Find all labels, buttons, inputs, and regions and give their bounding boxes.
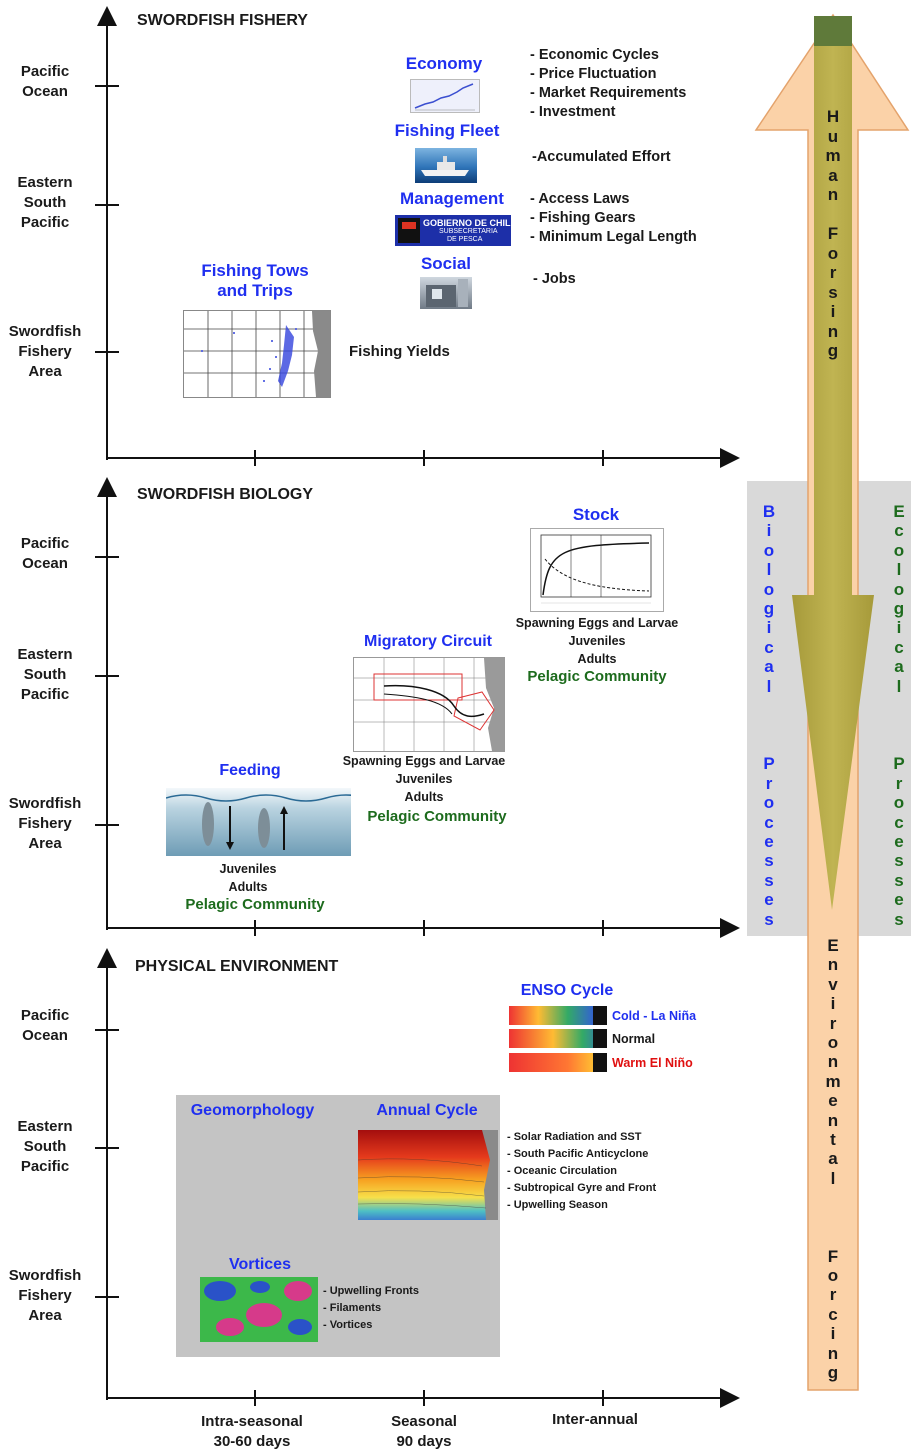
social-photo <box>420 277 472 309</box>
y-label-word: Eastern <box>17 1118 73 1135</box>
human-forcing-label: H u m a n F o r s i n g <box>825 107 841 360</box>
y-label-word: Area <box>28 1307 62 1324</box>
feeding-illustration <box>166 788 351 856</box>
physical-panel-title: PHYSICAL ENVIRONMENT <box>135 958 339 975</box>
y-label-word: Fishery <box>18 343 72 360</box>
stock-chart <box>530 528 664 612</box>
annual-cycle-sst-map <box>358 1130 498 1220</box>
y-label-word: Eastern <box>17 174 73 191</box>
y-label-word: Swordfish <box>8 323 82 340</box>
annual-cycle-bullets: - Solar Radiation and SST- South Pacific… <box>507 1131 657 1211</box>
y-label-word: Ocean <box>22 83 68 100</box>
y-label-word: South <box>23 194 67 211</box>
enso-state-warm: Warm El Niño <box>612 1056 693 1070</box>
management-heading: Management <box>400 189 504 208</box>
management-bullets: - Access Laws- Fishing Gears- Minimum Le… <box>530 191 697 245</box>
y-label-word: Pacific <box>20 1007 70 1024</box>
migratory-map <box>353 657 505 752</box>
social-heading: Social <box>420 254 472 273</box>
feeding-heading: Feeding <box>219 762 281 779</box>
fishing-yields-label: Fishing Yields <box>349 343 450 360</box>
enso-map-cold <box>509 1006 607 1025</box>
vortices-map <box>200 1277 318 1342</box>
fishing-tows-map <box>183 310 331 398</box>
economy-chart-thumbnail <box>410 79 480 113</box>
y-label-word: Fishery <box>18 1287 72 1304</box>
y-label-word: Area <box>28 363 62 380</box>
vortices-bullets: - Upwelling Fronts- Filaments- Vortices <box>323 1285 419 1331</box>
physical-axes <box>95 948 740 1408</box>
fishery-axes <box>95 6 740 468</box>
geomorphology-heading: Geomorphology <box>190 1102 315 1119</box>
y-label-word: Fishery <box>18 815 72 832</box>
y-label-word: Pacific <box>20 214 70 231</box>
enso-heading: ENSO Cycle <box>520 982 614 999</box>
biological-processes-label: B i o l o g i c a l P r o c e s s e s <box>762 502 776 929</box>
y-label-word: Pacific <box>20 535 70 552</box>
economy-heading: Economy <box>405 54 483 73</box>
x-label-inter-annual: Inter-annual <box>552 1411 638 1428</box>
enso-map-normal <box>509 1029 607 1048</box>
y-label-word: Swordfish <box>8 795 82 812</box>
fishing-fleet-bullets: -Accumulated Effort <box>532 149 671 165</box>
social-bullets: - Jobs <box>533 271 576 287</box>
y-label-word: South <box>23 1138 67 1155</box>
y-label-word: South <box>23 666 67 683</box>
y-label-word: Pacific <box>20 686 70 703</box>
management-logo: GOBIERNO DE CHILE SUBSECRETARIA DE PESCA <box>395 215 511 246</box>
stock-community: Pelagic Community <box>527 668 667 685</box>
enso-state-cold: Cold - La Niña <box>612 1009 697 1023</box>
migratory-heading: Migratory Circuit <box>363 633 492 650</box>
fishing-fleet-photo <box>415 148 477 183</box>
y-label-word: Area <box>28 835 62 852</box>
vortices-heading: Vortices <box>229 1256 291 1273</box>
feeding-community: Pelagic Community <box>185 896 325 913</box>
enso-state-normal: Normal <box>612 1032 656 1046</box>
economy-bullets: - Economic Cycles- Price Fluctuation- Ma… <box>530 47 687 120</box>
y-label-word: Pacific <box>20 63 70 80</box>
migratory-community: Pelagic Community <box>367 808 507 825</box>
environmental-forcing-label: E n v i r o n m e n t a l F o r c i n g <box>825 936 841 1382</box>
y-label-word: Eastern <box>17 646 73 663</box>
y-label-word: Ocean <box>22 555 68 572</box>
y-label-word: Swordfish <box>8 1267 82 1284</box>
y-label-word: Ocean <box>22 1027 68 1044</box>
y-label-word: Pacific <box>20 1158 70 1175</box>
annual-cycle-heading: Annual Cycle <box>376 1102 478 1119</box>
enso-map-warm <box>509 1053 607 1072</box>
stock-heading: Stock <box>572 505 620 524</box>
biology-panel-title: SWORDFISH BIOLOGY <box>137 486 313 503</box>
arrow-top-cap <box>814 16 852 46</box>
ecological-processes-label: E c o l o g i c a l P r o c e s s e s <box>893 502 905 929</box>
fishing-fleet-heading: Fishing Fleet <box>394 121 500 140</box>
environmental-forcing-arrow <box>792 18 874 910</box>
biology-axes <box>95 477 740 938</box>
fishery-panel-title: SWORDFISH FISHERY <box>137 12 308 29</box>
